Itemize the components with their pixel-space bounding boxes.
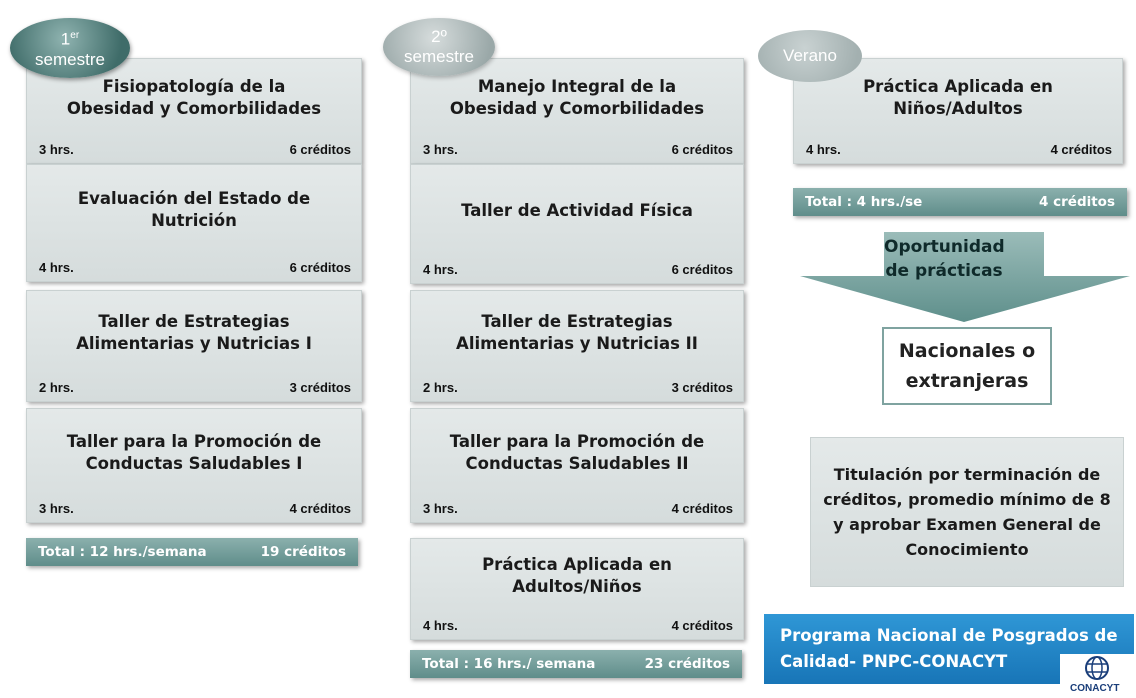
course-hours: 4 hrs. xyxy=(423,262,458,277)
conacyt-logo xyxy=(1060,654,1136,694)
course-hours: 3 hrs. xyxy=(39,501,74,516)
course-hours: 4 hrs. xyxy=(423,618,458,633)
course-card: Taller para la Promoción de Conductas Sa… xyxy=(26,408,362,523)
globe-icon xyxy=(1085,656,1109,680)
course-hours: 3 hrs. xyxy=(423,501,458,516)
course-credits: 6 créditos xyxy=(289,142,351,157)
summer-bubble: Verano xyxy=(758,30,862,82)
nacionales-box: Nacionales o extranjeras xyxy=(882,327,1052,405)
program-banner: Programa Nacional de Posgrados de Calida… xyxy=(764,614,1134,684)
course-credits: 6 créditos xyxy=(289,260,351,275)
course-card: Taller de Actividad Física 4 hrs. 6 créd… xyxy=(410,164,744,284)
course-card: Fisiopatología de la Obesidad y Comorbil… xyxy=(26,58,362,164)
course-hours: 4 hrs. xyxy=(39,260,74,275)
course-credits: 3 créditos xyxy=(671,380,733,395)
total-credits: 23 créditos xyxy=(644,656,730,672)
course-credits: 3 créditos xyxy=(289,380,351,395)
course-card: Taller de Estrategias Alimentarias y Nut… xyxy=(410,290,744,402)
course-title: Evaluación del Estado de Nutrición xyxy=(77,189,311,230)
course-credits: 6 créditos xyxy=(671,262,733,277)
course-credits: 4 créditos xyxy=(671,501,733,516)
total-credits: 4 créditos xyxy=(1039,194,1115,210)
course-card: Manejo Integral de la Obesidad y Comorbi… xyxy=(410,58,744,164)
total-credits: 19 créditos xyxy=(260,544,346,560)
course-hours: 2 hrs. xyxy=(39,380,74,395)
total-hours: Total : 16 hrs./ semana xyxy=(422,656,596,672)
course-title: Taller para la Promoción de Conductas Sa… xyxy=(449,431,705,473)
semester-bubble: 2º semestre xyxy=(383,18,495,76)
down-arrow xyxy=(800,232,1130,322)
course-card: Taller para la Promoción de Conductas Sa… xyxy=(410,408,744,523)
course-title: Taller para la Promoción de Conductas Sa… xyxy=(66,431,322,473)
course-credits: 4 créditos xyxy=(671,618,733,633)
semester-number: 1 xyxy=(60,29,71,49)
course-credits: 4 créditos xyxy=(1050,142,1112,157)
semester-label: semestre xyxy=(404,47,474,66)
arrow-label: Oportunidad de prácticas xyxy=(884,237,1005,281)
course-title: Taller de Estrategias Alimentarias y Nut… xyxy=(76,312,312,353)
semester-bubble: 1er semestre xyxy=(10,18,130,78)
course-hours: 3 hrs. xyxy=(423,142,458,157)
course-hours: 3 hrs. xyxy=(39,142,74,157)
course-title: Fisiopatología de la Obesidad y Comorbil… xyxy=(66,77,322,118)
course-title: Práctica Aplicada en Adultos/Niños xyxy=(482,555,672,596)
total-bar: Total : 4 hrs./se 4 créditos xyxy=(793,188,1127,216)
semester-label: semestre xyxy=(35,49,105,69)
course-card: Evaluación del Estado de Nutrición 4 hrs… xyxy=(26,164,362,282)
total-hours: Total : 4 hrs./se xyxy=(805,194,923,210)
course-card: Práctica Aplicada en Niños/Adultos 4 hrs… xyxy=(793,58,1123,164)
total-bar: Total : 12 hrs./semana 19 créditos xyxy=(26,538,358,566)
course-hours: 2 hrs. xyxy=(423,380,458,395)
course-title: Manejo Integral de la Obesidad y Comorbi… xyxy=(449,77,705,118)
course-title: Taller de Actividad Física xyxy=(461,201,693,220)
total-hours: Total : 12 hrs./semana xyxy=(38,544,207,560)
course-card: Práctica Aplicada en Adultos/Niños 4 hrs… xyxy=(410,538,744,640)
total-bar: Total : 16 hrs./ semana 23 créditos xyxy=(410,650,742,678)
summer-label: Verano xyxy=(783,46,837,65)
course-hours: 4 hrs. xyxy=(806,142,841,157)
semester-number: 2º xyxy=(431,27,447,46)
course-credits: 4 créditos xyxy=(289,501,351,516)
titulacion-box: Titulación por terminación de créditos, … xyxy=(810,437,1124,587)
course-title: Taller de Estrategias Alimentarias y Nut… xyxy=(456,312,698,353)
course-credits: 6 créditos xyxy=(671,142,733,157)
course-card: Taller de Estrategias Alimentarias y Nut… xyxy=(26,290,362,402)
semester-ordinal: er xyxy=(70,30,80,42)
logo-text: CONACYT xyxy=(1070,683,1120,694)
course-title: Práctica Aplicada en Niños/Adultos xyxy=(863,77,1053,118)
